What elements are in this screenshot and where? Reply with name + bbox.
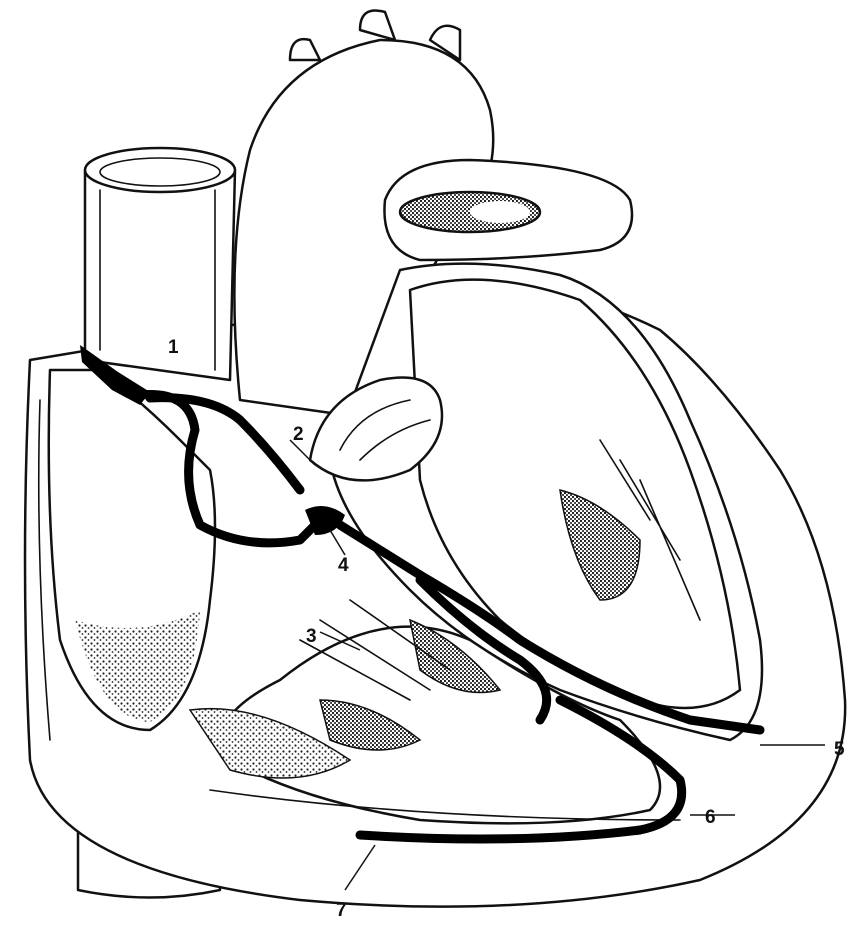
label-1: 1 xyxy=(168,337,179,358)
label-5: 5 xyxy=(834,739,845,760)
superior-vena-cava xyxy=(85,148,235,380)
label-3: 3 xyxy=(306,626,317,647)
pulmonary-trunk xyxy=(384,160,632,260)
label-7: 7 xyxy=(336,900,347,921)
label-4: 4 xyxy=(338,555,349,576)
label-2: 2 xyxy=(293,424,304,445)
label-6: 6 xyxy=(705,807,716,828)
